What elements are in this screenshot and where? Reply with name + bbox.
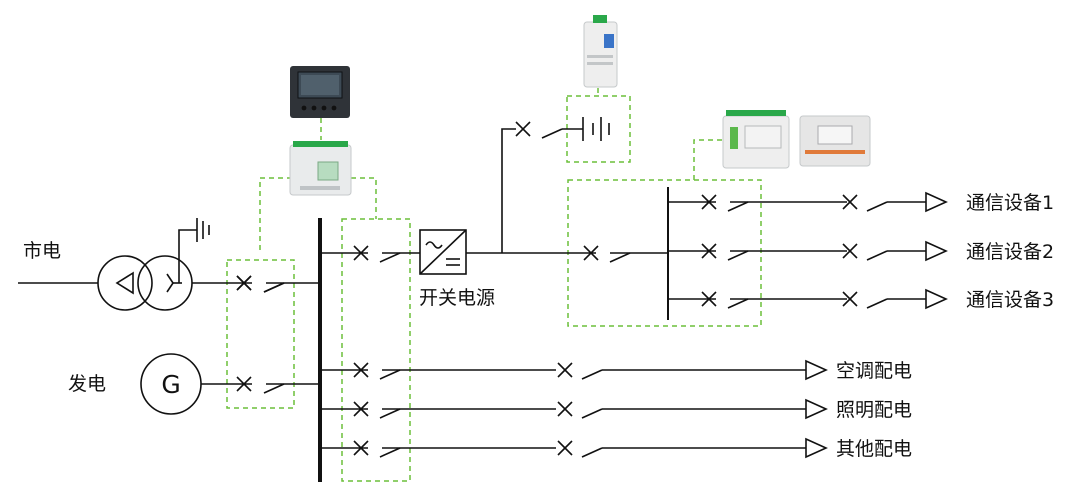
psu-label: 开关电源: [419, 287, 495, 309]
dash-module-left: [259, 177, 290, 250]
ac-output-label-1: 空调配电: [836, 360, 912, 382]
din-rail-module-device: [289, 141, 352, 196]
monitor-box-feeders: [341, 218, 411, 482]
generator-label: 发电: [68, 373, 106, 395]
mains-incoming: [18, 218, 318, 311]
dash-module-right: [351, 177, 377, 219]
telecom-branch: [668, 191, 948, 213]
ac-feeder: [320, 359, 828, 381]
ac-output-label-3: 其他配电: [836, 438, 912, 460]
dc-distribution: [583, 187, 669, 320]
telecom-output-label-2: 通信设备2: [966, 241, 1054, 263]
telecom-branch: [668, 288, 948, 310]
monitor-box-incoming: [226, 259, 295, 409]
telecom-branches: [668, 191, 948, 310]
comm-gateway-device: [583, 15, 618, 88]
transformer-secondary-winding: [137, 255, 193, 311]
dash-dc-link: [693, 139, 722, 180]
switch-mode-psu-symbol: [419, 229, 467, 275]
ac-feeder: [320, 398, 828, 420]
telecom-branch: [668, 240, 948, 262]
dc-monitor-device: [722, 110, 790, 169]
telecom-output-label-1: 通信设备1: [966, 192, 1054, 214]
dc-meter-device: [799, 115, 871, 167]
telecom-output-label-3: 通信设备3: [966, 289, 1054, 311]
battery-branch: [466, 117, 668, 254]
power-meter-device: [290, 66, 350, 118]
mains-label: 市电: [23, 240, 61, 262]
generator: G: [140, 353, 318, 415]
ac-feeder: [320, 437, 828, 459]
ac-feeders: [320, 359, 828, 459]
transformer-primary-winding: [97, 255, 153, 311]
psu-feeder: [320, 245, 420, 263]
ac-output-label-2: 照明配电: [836, 399, 912, 421]
generator-symbol: G: [161, 370, 180, 399]
